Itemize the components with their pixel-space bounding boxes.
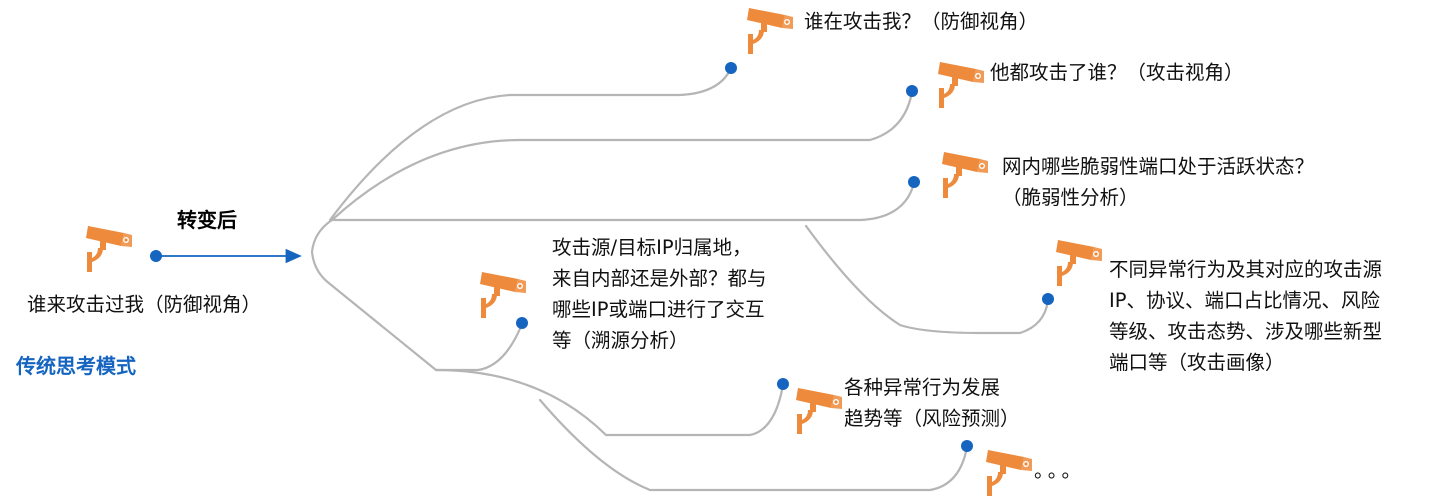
branch-who-he-attacked-label: 他都攻击了谁？（攻击视角） bbox=[990, 61, 1244, 84]
dot-more bbox=[961, 440, 973, 452]
connector-who-attacks-me bbox=[328, 66, 733, 222]
connector-risk-prediction bbox=[434, 368, 785, 437]
branch-vulnerable-ports-label: 网内哪些脆弱性端口处于活跃状态？ （脆弱性分析） bbox=[1002, 155, 1315, 209]
dot-who-attacks-me bbox=[725, 62, 737, 74]
camera-icon bbox=[86, 226, 132, 272]
branch-attack-profile-label: 不同异常行为及其对应的攻击源 IP、协议、端口占比情况、风险 等级、攻击态势、涉… bbox=[1109, 258, 1383, 374]
arrow-start-dot bbox=[150, 250, 162, 262]
connector-attack-profile bbox=[804, 224, 1050, 335]
camera-icon bbox=[747, 8, 793, 54]
connector-who-he-attacked bbox=[330, 90, 914, 222]
camera-icon bbox=[986, 450, 1032, 496]
connector-more bbox=[538, 398, 969, 492]
camera-icon bbox=[796, 388, 842, 434]
traditional-question-label: 谁来攻击过我（防御视角） bbox=[27, 293, 262, 316]
camera-icon bbox=[480, 272, 526, 318]
dot-attack-profile bbox=[1042, 293, 1054, 305]
traditional-mode-label: 传统思考模式 bbox=[16, 354, 136, 378]
camera-icon bbox=[942, 152, 988, 198]
branch-source-tracing-label: 攻击源/目标IP归属地， 来自内部还是外部？都与 哪些IP或端口进行了交互 等（… bbox=[552, 236, 767, 352]
camera-icon bbox=[1056, 240, 1102, 286]
branch-risk-prediction-label: 各种异常行为发展 趋势等（风险预测） bbox=[844, 376, 1020, 430]
connector-vulnerable bbox=[332, 181, 916, 222]
transform-label: 转变后 bbox=[177, 208, 237, 232]
dot-risk-prediction bbox=[777, 378, 789, 390]
branch-who-attacks-me-label: 谁在攻击我？（防御视角） bbox=[804, 10, 1039, 33]
connector-source-tracing bbox=[434, 322, 524, 372]
camera-icon bbox=[938, 62, 984, 108]
dot-who-he-attacked bbox=[906, 85, 918, 97]
branch-more-label: 。。。 bbox=[1034, 459, 1086, 482]
connector-main-bracket bbox=[310, 218, 438, 372]
dot-vulnerable-ports bbox=[908, 176, 920, 188]
dot-source-tracing bbox=[516, 317, 528, 329]
